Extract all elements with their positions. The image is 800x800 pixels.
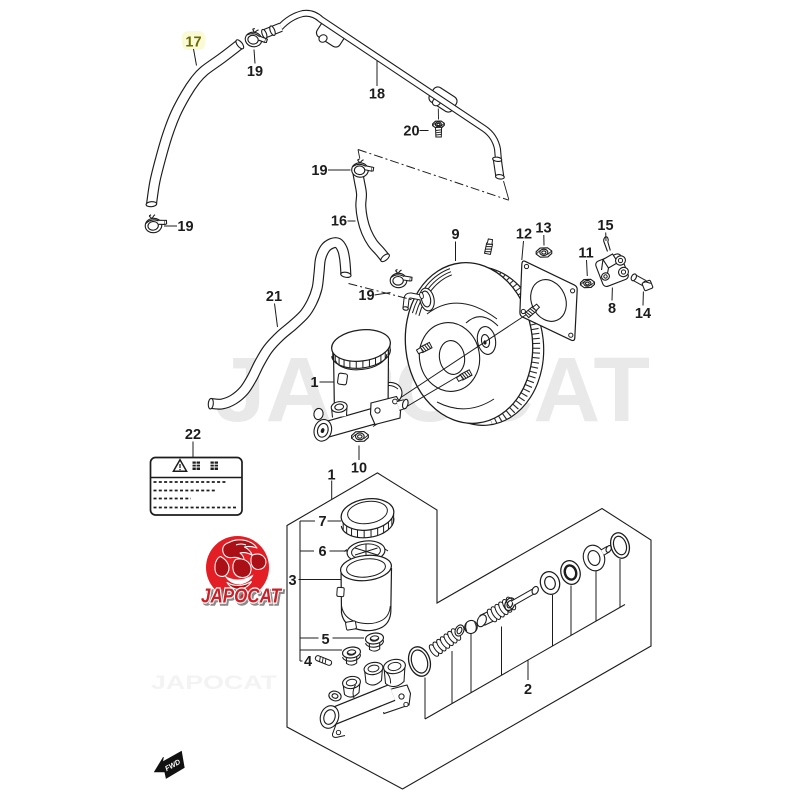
svg-text:19: 19: [247, 64, 263, 80]
svg-text:1: 1: [327, 468, 335, 484]
svg-text:16: 16: [331, 214, 347, 230]
svg-text:3: 3: [288, 573, 296, 589]
svg-text:20: 20: [403, 124, 419, 140]
svg-text:19: 19: [177, 219, 193, 235]
svg-text:13: 13: [535, 221, 551, 237]
svg-text:7: 7: [318, 514, 326, 530]
svg-text:4: 4: [304, 654, 312, 670]
svg-text:10: 10: [351, 461, 367, 477]
svg-text:1: 1: [310, 375, 318, 391]
svg-text:2: 2: [524, 682, 532, 698]
svg-text:8: 8: [608, 301, 616, 317]
svg-text:19: 19: [311, 163, 327, 179]
svg-text:JAPOCAT: JAPOCAT: [151, 673, 278, 694]
svg-text:11: 11: [578, 246, 593, 262]
svg-text:12: 12: [516, 227, 532, 243]
svg-text:17: 17: [185, 35, 201, 51]
svg-text:6: 6: [318, 544, 326, 560]
svg-text:5: 5: [321, 632, 329, 648]
svg-text:JAPOCAT: JAPOCAT: [201, 586, 283, 608]
svg-text:19: 19: [358, 288, 374, 304]
svg-text:22: 22: [185, 427, 201, 443]
svg-text:JAPOCAT: JAPOCAT: [203, 587, 285, 609]
svg-text:21: 21: [266, 289, 282, 305]
svg-text:9: 9: [451, 227, 459, 243]
svg-text:18: 18: [369, 87, 385, 103]
svg-text:15: 15: [597, 218, 613, 234]
svg-text:14: 14: [635, 306, 651, 322]
